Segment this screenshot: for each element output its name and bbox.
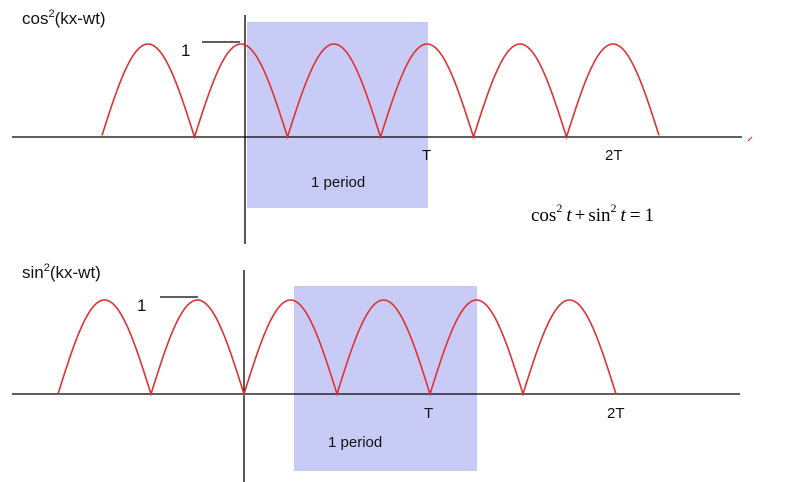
top-cos-squared-curve	[101, 43, 660, 140]
top-tick-T: T	[422, 147, 431, 164]
bottom-period-label: 1 period	[328, 434, 382, 451]
bottom-tick-2T: 2T	[607, 405, 625, 422]
bottom-period-highlight	[294, 286, 477, 471]
bottom-sin-squared-curve	[57, 299, 617, 397]
bottom-amplitude-label: 1	[137, 296, 146, 315]
top-period-highlight	[247, 22, 428, 208]
top-tick-2T: 2T	[605, 147, 623, 164]
top-axis-tail-mark	[747, 136, 753, 142]
top-period-label: 1 period	[311, 174, 365, 191]
bottom-title: sin2(kx-wt)	[22, 262, 101, 282]
bottom-tick-T: T	[424, 405, 433, 422]
top-title: cos2(kx-wt)	[22, 8, 106, 28]
top-amplitude-label: 1	[181, 41, 190, 60]
